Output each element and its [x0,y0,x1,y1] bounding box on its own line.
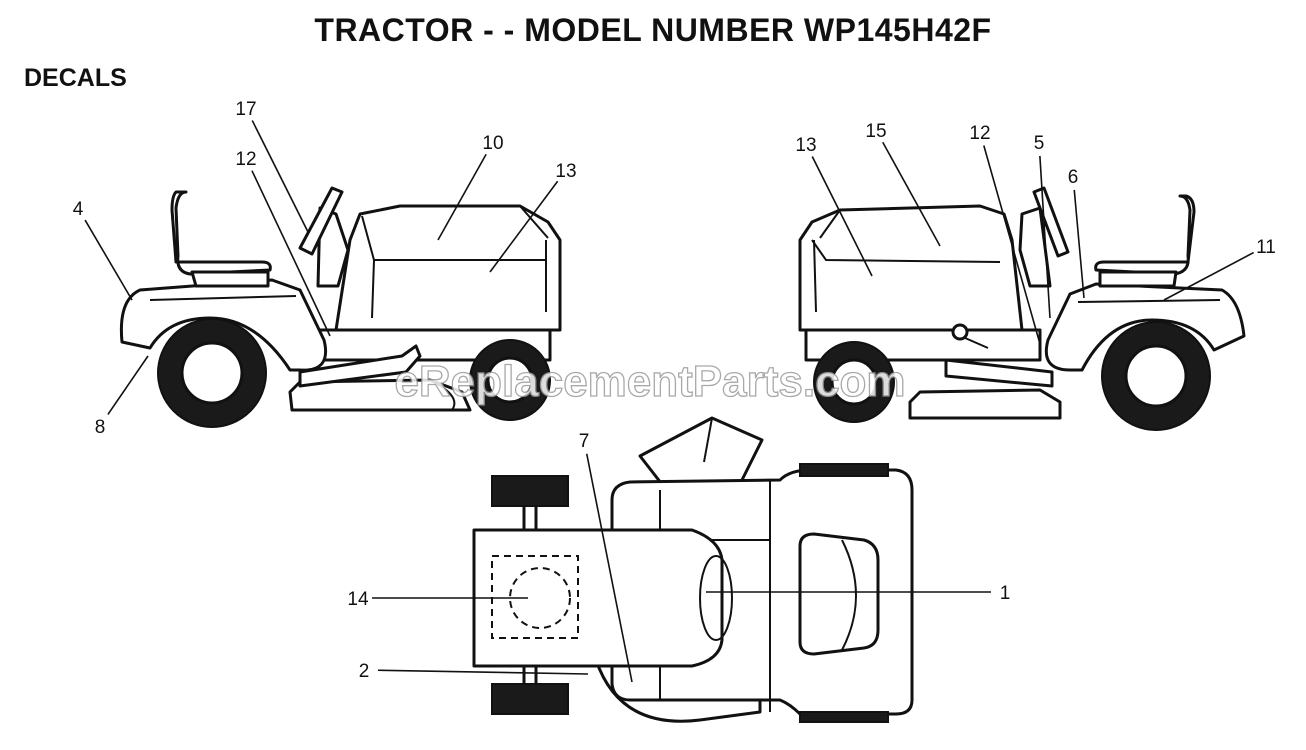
callout-1-top-view: 1 [706,583,1010,604]
callout-label: 13 [555,161,576,182]
callout-8-left-view: 8 [95,355,149,438]
callout-label: 11 [1256,237,1276,258]
leader-line [251,120,309,233]
callout-10-left-view: 10 [437,133,504,241]
callout-label: 4 [73,199,84,220]
callout-4-left-view: 4 [73,199,133,301]
callout-13-right-view: 13 [795,135,873,277]
callout-label: 14 [347,589,369,610]
callout-label: 17 [235,99,256,120]
callout-label: 13 [795,135,816,156]
leader-line [1163,251,1255,301]
leader-line [489,180,559,273]
callout-17-left-view: 17 [235,99,309,233]
callout-14-top-view: 14 [347,589,528,610]
leader-line [811,156,873,277]
callout-13-left-view: 13 [489,161,577,273]
leader-line [983,145,1041,345]
callout-label: 15 [865,121,886,142]
callout-label: 10 [482,133,503,154]
callout-label: 8 [95,417,106,438]
tractor-top-view [472,416,914,723]
section-title: DECALS [24,64,127,92]
callout-label: 2 [359,661,370,682]
callout-12-left-view: 12 [235,149,331,337]
callout-7-top-view: 7 [579,431,633,683]
callout-6-right-view: 6 [1068,167,1085,299]
leader-line [1039,155,1051,319]
callout-12-right-view: 12 [969,123,1041,345]
leader-line [377,669,589,675]
page-title: TRACTOR - - MODEL NUMBER WP145H42F [314,12,992,48]
callout-label: 12 [969,123,990,144]
callout-label: 1 [1000,583,1011,604]
callout-label: 7 [579,431,590,452]
tractor-left-view [119,186,562,428]
leader-line [107,355,149,415]
leader-line [84,219,133,301]
leader-line [251,170,331,337]
callout-label: 12 [235,149,256,170]
tractor-right-view [798,186,1246,431]
callout-2-top-view: 2 [359,661,589,682]
callout-label: 5 [1034,133,1045,154]
callout-label: 6 [1068,167,1079,188]
leader-line [1073,189,1085,299]
leader-line [882,141,941,247]
callout-15-right-view: 15 [865,121,941,247]
leader-line [437,153,487,241]
callout-5-right-view: 5 [1034,133,1051,319]
watermark-text: eReplacementParts.com [394,357,905,406]
leader-line [585,453,633,683]
callout-11-right-view: 11 [1163,237,1276,301]
